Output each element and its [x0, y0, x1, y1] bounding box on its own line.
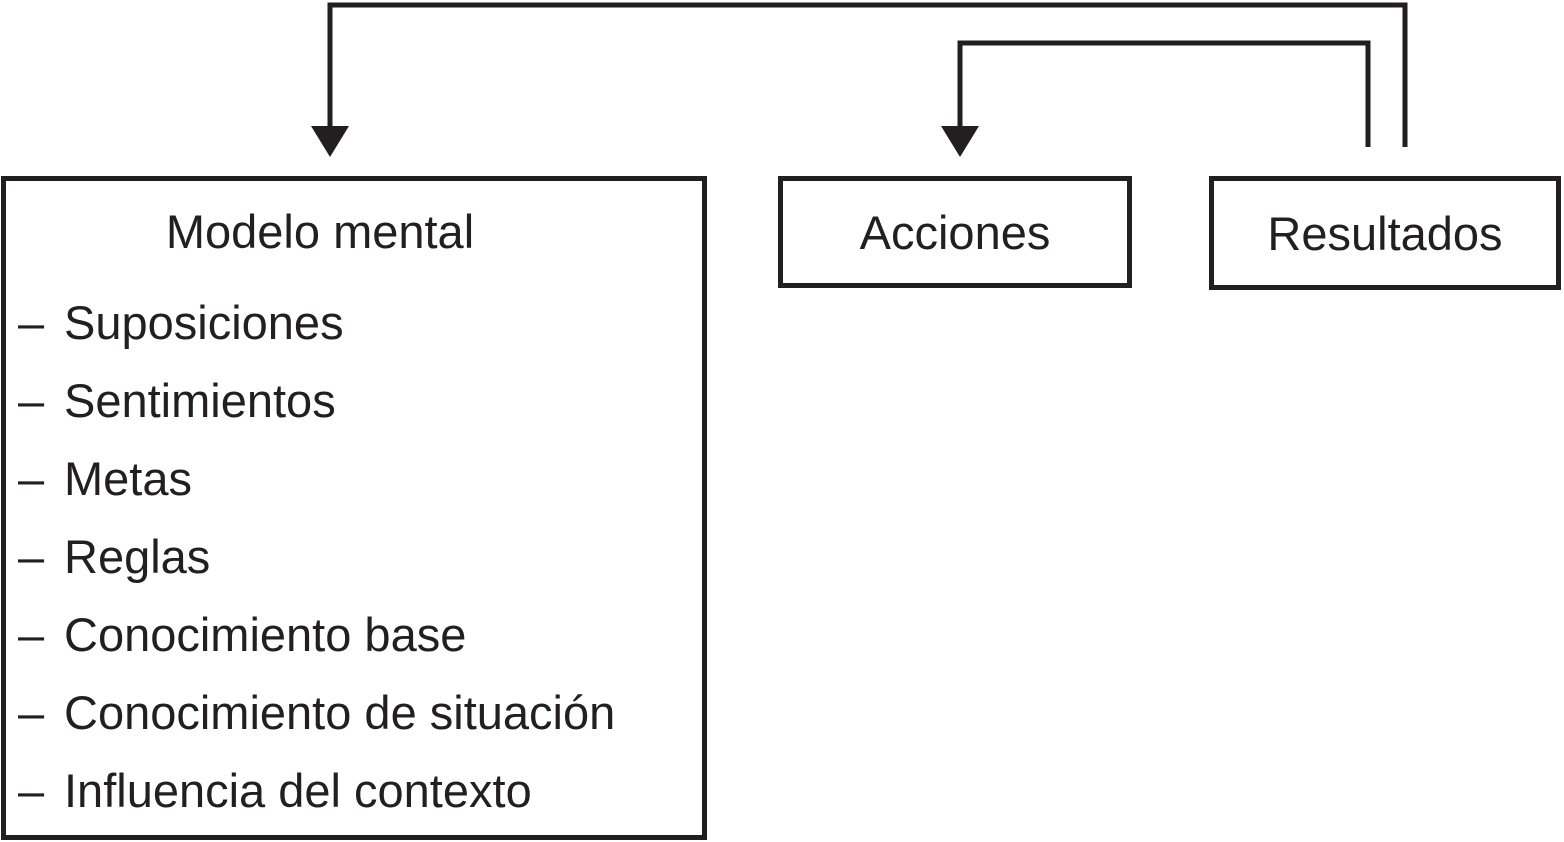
list-item-label: Metas: [64, 451, 192, 505]
dash-bullet: –: [18, 685, 45, 739]
list-item: – Sentimientos: [18, 361, 702, 439]
list-item: – Conocimiento de situación: [18, 673, 702, 751]
arrowhead-down-icon: [311, 126, 349, 157]
list-item: – Influencia del contexto: [18, 751, 702, 829]
acciones-box: Acciones: [778, 176, 1132, 288]
list-item: – Conocimiento base: [18, 595, 702, 673]
modelo-mental-list: – Suposiciones – Sentimientos – Metas – …: [6, 283, 702, 829]
modelo-mental-box: Modelo mental – Suposiciones – Sentimien…: [1, 176, 707, 840]
dash-bullet: –: [18, 763, 45, 817]
dash-bullet: –: [18, 295, 45, 349]
dash-bullet: –: [18, 607, 45, 661]
list-item-label: Suposiciones: [64, 295, 344, 349]
list-item-label: Influencia del contexto: [64, 763, 532, 817]
list-item: – Metas: [18, 439, 702, 517]
feedback-arrow-resultados-to-modelo-mental: [311, 2, 1408, 157]
dash-bullet: –: [18, 529, 45, 583]
feedback-line-inner: [957, 40, 1371, 147]
dash-bullet: –: [18, 373, 45, 427]
resultados-box: Resultados: [1209, 176, 1561, 290]
list-item-label: Conocimiento de situación: [64, 685, 616, 739]
list-item-label: Sentimientos: [64, 373, 336, 427]
list-item: – Suposiciones: [18, 283, 702, 361]
modelo-mental-title: Modelo mental: [165, 205, 475, 258]
feedback-line-outer: [327, 2, 1408, 147]
arrowhead-down-icon: [941, 126, 979, 157]
resultados-label: Resultados: [1267, 206, 1503, 260]
list-item-label: Reglas: [64, 529, 211, 583]
feedback-arrow-resultados-to-acciones: [941, 40, 1371, 157]
list-item: – Reglas: [18, 517, 702, 595]
acciones-label: Acciones: [859, 205, 1051, 259]
list-item-label: Conocimiento base: [64, 607, 467, 661]
dash-bullet: –: [18, 451, 45, 505]
